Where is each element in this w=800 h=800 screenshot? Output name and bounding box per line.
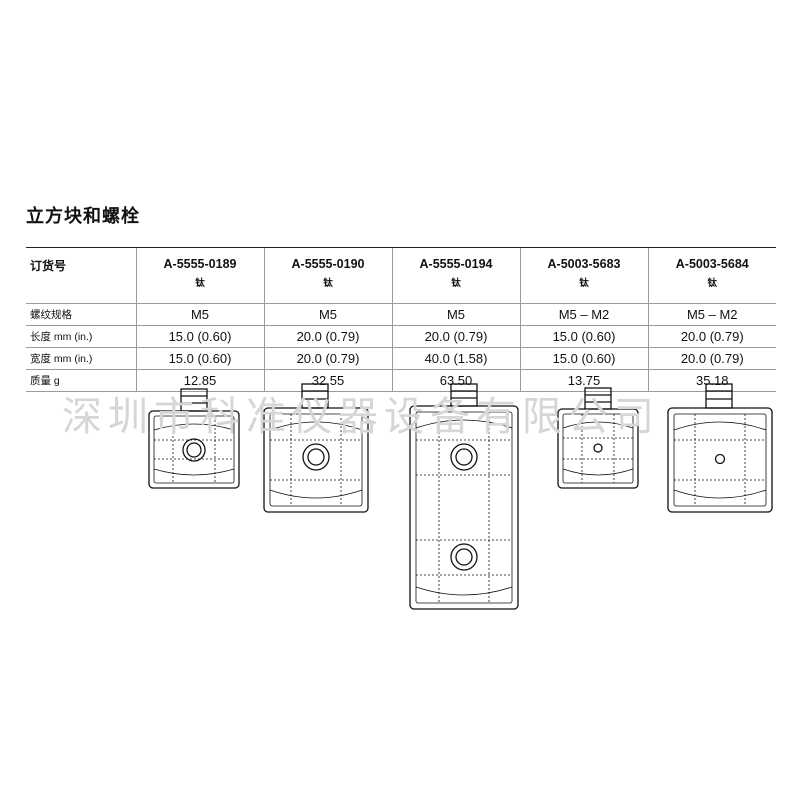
col-header-0194: A-5555-0194 钛 xyxy=(391,247,520,304)
table-cell: M5 xyxy=(135,303,264,326)
cube-body xyxy=(667,407,773,513)
cube-drawing-0190 xyxy=(263,383,369,513)
material: 钛 xyxy=(195,278,205,289)
table-cell: 15.0 (0.60) xyxy=(519,347,648,370)
threaded-hole-bottom xyxy=(450,543,478,571)
cube-body xyxy=(409,405,519,610)
cube-drawing-0194 xyxy=(409,383,519,610)
cube-drawing-5683 xyxy=(557,387,639,489)
table-cell: 32.55 xyxy=(263,369,392,392)
material: 钛 xyxy=(579,278,589,289)
header-row: 订货号 A-5555-0189 钛 A-5555-0190 钛 A-5555-019… xyxy=(26,247,776,304)
row-label: 长度 mm (in.) xyxy=(26,325,136,348)
part-number: A-5555-0189 xyxy=(163,257,237,271)
col-header-0190: A-5555-0190 钛 xyxy=(263,247,392,304)
table-cell: M5 – M2 xyxy=(519,303,648,326)
m2-hole xyxy=(714,453,726,465)
row-label: 螺纹规格 xyxy=(26,303,136,326)
table-row-width: 宽度 mm (in.) 15.0 (0.60) 20.0 (0.79) 40.0… xyxy=(26,347,776,370)
table-cell: 20.0 (0.79) xyxy=(263,325,392,348)
table-row-thread: 螺纹规格 M5 M5 M5 M5 – M2 M5 – M2 xyxy=(26,303,776,326)
cube-drawing-5684 xyxy=(667,383,773,513)
table-cell: M5 xyxy=(263,303,392,326)
table-cell: M5 – M2 xyxy=(647,303,776,326)
table-cell: 12.85 xyxy=(135,369,264,392)
m2-hole xyxy=(593,443,603,453)
stud-bolt xyxy=(301,383,329,409)
stud-bolt xyxy=(705,383,733,409)
cube-body xyxy=(148,410,240,489)
table-cell: 13.75 xyxy=(519,369,648,392)
threaded-hole xyxy=(302,443,330,471)
table-cell: 20.0 (0.79) xyxy=(263,347,392,370)
material: 钛 xyxy=(707,278,717,289)
stud-bolt xyxy=(584,387,612,410)
table-row-length: 长度 mm (in.) 15.0 (0.60) 20.0 (0.79) 20.0… xyxy=(26,325,776,348)
material: 钛 xyxy=(323,278,333,289)
part-number: A-5555-0190 xyxy=(291,257,365,271)
table-cell: 15.0 (0.60) xyxy=(135,325,264,348)
table-cell: 20.0 (0.79) xyxy=(647,325,776,348)
cube-body xyxy=(557,408,639,489)
part-number: A-5003-5684 xyxy=(675,257,749,271)
col-header-5683: A-5003-5683 钛 xyxy=(519,247,648,304)
part-number: A-5555-0194 xyxy=(419,257,493,271)
table-cell: 40.0 (1.58) xyxy=(391,347,520,370)
cube-body xyxy=(263,407,369,513)
table-cell: M5 xyxy=(391,303,520,326)
col-header-0189: A-5555-0189 钛 xyxy=(135,247,264,304)
table-cell: 20.0 (0.79) xyxy=(391,325,520,348)
stud-bolt xyxy=(180,388,208,412)
row-label: 质量 g xyxy=(26,369,136,392)
material: 钛 xyxy=(451,278,461,289)
order-number-label: 订货号 xyxy=(26,247,136,304)
threaded-hole xyxy=(182,438,206,462)
table-cell: 15.0 (0.60) xyxy=(519,325,648,348)
page-title: 立方块和螺栓 xyxy=(26,206,140,226)
part-number: A-5003-5683 xyxy=(547,257,621,271)
threaded-hole-top xyxy=(450,443,478,471)
table-cell: 15.0 (0.60) xyxy=(135,347,264,370)
row-label: 宽度 mm (in.) xyxy=(26,347,136,370)
table-cell: 20.0 (0.79) xyxy=(647,347,776,370)
stud-bolt xyxy=(450,383,478,407)
cube-drawing-0189 xyxy=(148,388,240,489)
col-header-5684: A-5003-5684 钛 xyxy=(647,247,776,304)
